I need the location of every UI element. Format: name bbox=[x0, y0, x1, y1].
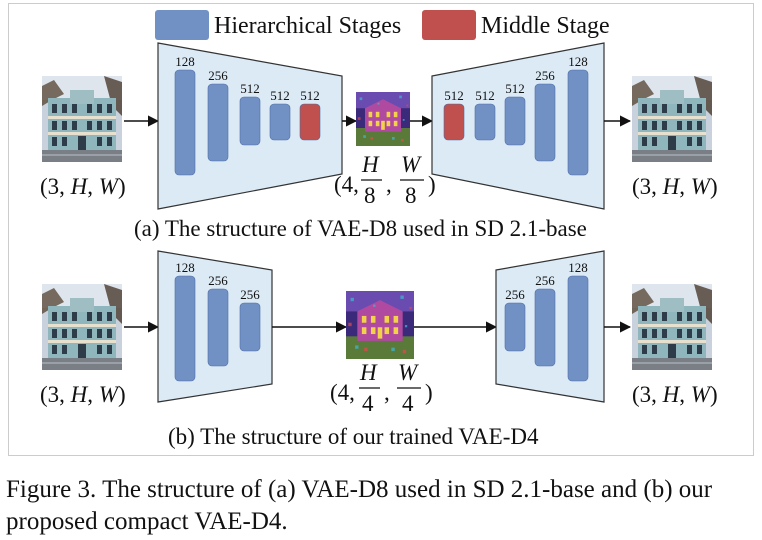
figure-caption: Figure 3. The structure of (a) VAE-D8 us… bbox=[6, 476, 713, 535]
svg-text:): ) bbox=[425, 380, 433, 405]
decoder-a-stage-3 bbox=[504, 96, 526, 146]
legend-label-hierarchical: Hierarchical Stages bbox=[214, 13, 401, 39]
svg-text:): ) bbox=[428, 172, 436, 197]
input-shape-label-b: (3, H, W) bbox=[40, 382, 126, 407]
encoder-b-stage-2 bbox=[207, 288, 229, 367]
caption-b: (b) The structure of our trained VAE-D4 bbox=[168, 424, 539, 449]
latent-shape-label-a: (4, H 8 , W 8 ) bbox=[334, 152, 436, 208]
decoder-a-stage-2 bbox=[474, 103, 496, 141]
caption-a: (a) The structure of VAE-D8 used in SD 2… bbox=[134, 216, 587, 241]
encoder-a-stage-5-channels: 512 bbox=[300, 88, 320, 103]
decoder-a-stage-4 bbox=[534, 83, 556, 162]
latent-image-b bbox=[346, 291, 414, 359]
decoder-a-stage-1-channels: 512 bbox=[444, 88, 464, 103]
output-image-a bbox=[632, 76, 712, 162]
svg-text:W: W bbox=[398, 360, 419, 385]
encoder-a-stage-2 bbox=[207, 83, 229, 162]
decoder-b-stage-3-channels: 128 bbox=[568, 260, 588, 275]
svg-text:(4,: (4, bbox=[334, 172, 359, 197]
input-image-b bbox=[42, 284, 122, 370]
output-image-b bbox=[632, 284, 712, 370]
encoder-b-stage-1-channels: 128 bbox=[175, 260, 195, 275]
svg-text:4: 4 bbox=[402, 391, 414, 416]
encoder-b-stage-2-channels: 256 bbox=[208, 273, 228, 288]
decoder-a-stage-5-channels: 128 bbox=[568, 54, 588, 69]
encoder-a-stage-4 bbox=[269, 103, 291, 141]
svg-text:,: , bbox=[384, 380, 390, 405]
figure-frame bbox=[8, 3, 754, 456]
latent-shape-label-b: (4, H 4 , W 4 ) bbox=[330, 360, 433, 416]
legend: Hierarchical Stages Middle Stage bbox=[155, 10, 610, 40]
encoder-a-stage-1-channels: 128 bbox=[175, 54, 195, 69]
legend-label-middle: Middle Stage bbox=[481, 13, 610, 39]
encoder-a-stage-2-channels: 256 bbox=[208, 68, 228, 83]
input-image-a bbox=[42, 76, 122, 162]
svg-text:8: 8 bbox=[405, 183, 417, 208]
encoder-a-stage-4-channels: 512 bbox=[270, 88, 290, 103]
decoder-b-stage-3 bbox=[567, 275, 589, 382]
output-shape-label-b: (3, H, W) bbox=[632, 382, 718, 407]
decoder-a-stage-3-channels: 512 bbox=[505, 81, 525, 96]
encoder-b-stage-3-channels: 256 bbox=[240, 287, 260, 302]
decoder-b-stage-2 bbox=[534, 288, 556, 367]
latent-image-a bbox=[356, 92, 410, 146]
decoder-a-stage-1-middle bbox=[443, 103, 465, 141]
decoder-b-stage-1-channels: 256 bbox=[505, 287, 525, 302]
legend-swatch-middle bbox=[422, 10, 476, 40]
encoder-b-stage-3 bbox=[239, 302, 261, 352]
decoder-b-stage-1 bbox=[504, 302, 526, 352]
decoder-a-stage-5 bbox=[567, 69, 589, 176]
encoder-a-stage-1 bbox=[174, 69, 196, 176]
svg-text:H: H bbox=[359, 360, 378, 385]
decoder-b-stage-2-channels: 256 bbox=[535, 273, 555, 288]
svg-text:(4,: (4, bbox=[330, 380, 355, 405]
input-shape-label-a: (3, H, W) bbox=[40, 174, 126, 199]
svg-text:4: 4 bbox=[362, 391, 374, 416]
legend-swatch-hierarchical bbox=[155, 10, 209, 40]
decoder-a-stage-2-channels: 512 bbox=[475, 88, 495, 103]
svg-text:,: , bbox=[386, 172, 392, 197]
decoder-a-stage-4-channels: 256 bbox=[535, 68, 555, 83]
svg-text:8: 8 bbox=[364, 183, 376, 208]
output-shape-label-a: (3, H, W) bbox=[632, 174, 718, 199]
encoder-a-stage-3-channels: 512 bbox=[240, 81, 260, 96]
encoder-a-stage-5-middle bbox=[299, 103, 321, 141]
svg-text:H: H bbox=[361, 152, 380, 177]
diagram-a: 128 256 512 512 512 512 512 512 256 128 (3, H, W… bbox=[40, 42, 718, 241]
svg-text:W: W bbox=[401, 152, 422, 177]
encoder-b-stage-1 bbox=[174, 275, 196, 382]
encoder-a-stage-3 bbox=[239, 96, 261, 146]
